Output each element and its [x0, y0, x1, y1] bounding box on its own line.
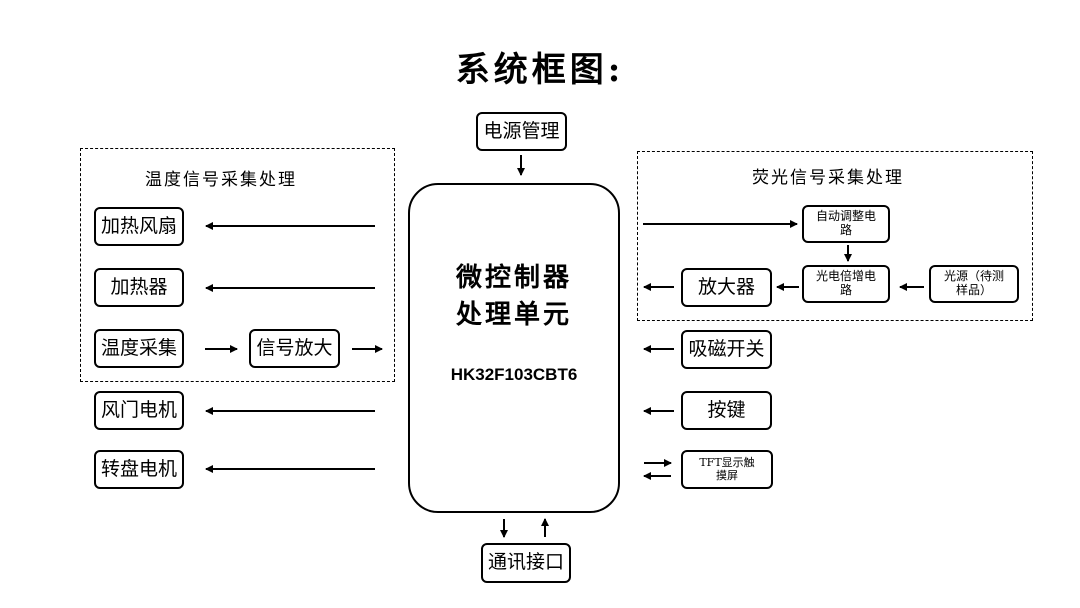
heat-fan-block: 加热风扇 [94, 207, 184, 246]
fluorescence-group-title: 荧光信号采集处理 [752, 168, 904, 188]
light-source-block: 光源（待测样品） [929, 265, 1019, 303]
magnet-switch-block: 吸磁开关 [681, 330, 772, 369]
diagram-title: 系统框图: [455, 50, 625, 90]
turntable-motor-block: 转盘电机 [94, 450, 184, 489]
tft-block: TFT显示触摸屏 [681, 450, 773, 489]
temperature-group-title: 温度信号采集处理 [145, 170, 297, 190]
temperature-group [80, 148, 395, 382]
mcu-model: HK32F103CBT6 [450, 365, 578, 384]
pmt-block: 光电倍增电路 [802, 265, 890, 303]
fluorescence-group [637, 151, 1033, 321]
keys-block: 按键 [681, 391, 772, 430]
auto-adjust-block: 自动调整电路 [802, 205, 890, 243]
amplifier-block: 放大器 [681, 268, 772, 307]
comm-block: 通讯接口 [481, 543, 571, 583]
power-block: 电源管理 [476, 112, 567, 151]
temp-sense-block: 温度采集 [94, 329, 184, 368]
damper-motor-block: 风门电机 [94, 391, 184, 430]
heater-block: 加热器 [94, 268, 184, 307]
signal-amp-block: 信号放大 [249, 329, 340, 368]
mcu-block: 微控制器 处理单元 HK32F103CBT6 [408, 183, 620, 513]
mcu-title: 微控制器 处理单元 [455, 263, 572, 330]
